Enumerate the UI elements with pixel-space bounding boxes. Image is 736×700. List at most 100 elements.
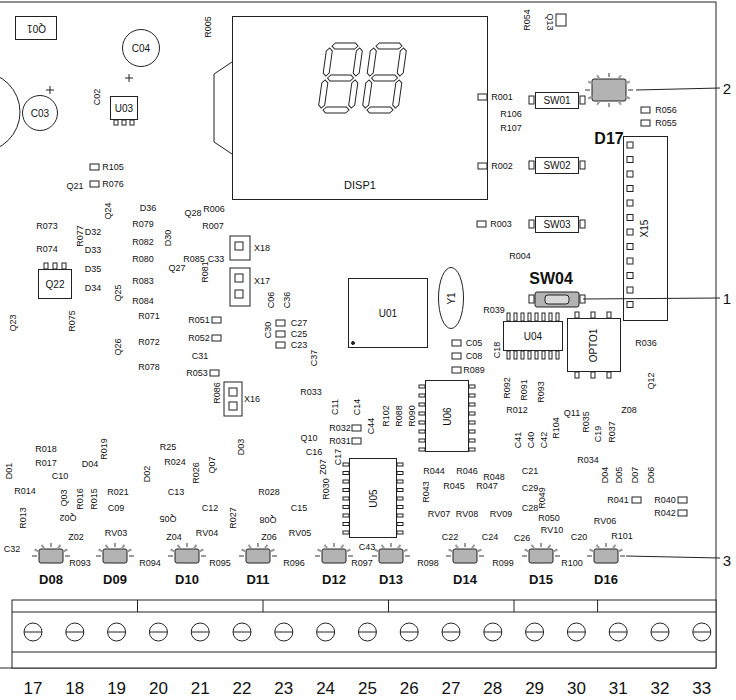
component-label: R005: [204, 16, 213, 38]
component-label: R017: [35, 459, 57, 468]
highlight-label: D09: [103, 573, 127, 586]
component-label: R031: [329, 437, 351, 446]
component-label: C05: [466, 339, 483, 348]
capacitor: C04: [122, 29, 160, 67]
component-label: Q13: [545, 13, 554, 30]
smd-pad: [352, 438, 361, 444]
screw-slot: [317, 632, 335, 633]
terminal-number: 25: [358, 680, 377, 697]
screw-slot: [358, 632, 376, 633]
component-label: Q27: [168, 264, 185, 273]
component-label: C22: [442, 533, 459, 542]
led-glow: [597, 75, 600, 78]
led-glow: [479, 555, 484, 557]
led-glow: [522, 555, 527, 557]
smd-pad: [352, 425, 361, 431]
connector-body: [230, 268, 250, 306]
component-label: R002: [491, 162, 513, 171]
component-label: Z08: [621, 406, 637, 415]
component-label: R097: [351, 559, 373, 568]
smd-pad: [477, 221, 486, 227]
component-label: R041: [607, 496, 629, 505]
component-label: R026: [192, 462, 201, 484]
chip-pin: [397, 506, 403, 509]
component-label: R093: [69, 559, 91, 568]
screw-slot: [24, 632, 42, 633]
led-glow: [127, 550, 131, 552]
component-label: Q24: [104, 202, 113, 219]
component-label: C29: [522, 484, 539, 493]
connector-pin: [627, 186, 633, 192]
component-label: R018: [35, 445, 57, 454]
led-glow: [390, 543, 392, 547]
led-glow: [597, 101, 600, 104]
smd-pad: [478, 163, 487, 169]
transistor-body: [556, 14, 566, 26]
segment: [376, 43, 403, 49]
led-glow: [65, 555, 70, 557]
screw-slot: [526, 632, 544, 633]
component-label: D04: [82, 460, 99, 469]
connector-pin: [627, 244, 633, 250]
connector-pin: [627, 171, 633, 177]
led-highlighted: [592, 79, 626, 101]
led-glow: [42, 545, 45, 548]
component-label: Q23: [9, 314, 18, 331]
microcontroller: U01: [348, 278, 428, 348]
seven-segment-digit: [362, 43, 408, 113]
switch-pad: [529, 220, 534, 228]
led-glow: [590, 550, 594, 552]
ic-chip: U04: [503, 321, 563, 351]
part-reference: U06: [441, 407, 452, 425]
terminal-number: 17: [24, 680, 43, 697]
component-label: D04: [601, 467, 610, 484]
chip-pin: [607, 372, 611, 378]
component-label: R036: [635, 339, 657, 348]
display-tab: [214, 62, 232, 154]
screw-slot: [400, 632, 418, 633]
chip-pin: [507, 313, 510, 321]
part-reference: SW03: [543, 219, 570, 230]
terminal-screw: [108, 623, 126, 641]
component-label: D01: [5, 463, 14, 480]
led-glow: [372, 555, 377, 557]
chip-pin: [521, 351, 524, 359]
component-label: R104: [552, 417, 561, 439]
terminal-screw: [651, 623, 669, 641]
component-label: C08: [466, 352, 483, 361]
component-label: R084: [132, 297, 154, 306]
led-glow: [348, 555, 353, 557]
component-label: Q02: [59, 513, 76, 522]
component-label: R030: [322, 478, 331, 500]
led-glow: [525, 550, 529, 552]
highlight-label: D17: [594, 131, 623, 147]
component-label: C36: [283, 292, 292, 309]
terminal-edge: [12, 612, 716, 613]
led-highlighted: [594, 549, 618, 563]
component-label: C10: [52, 472, 69, 481]
component-label: C30: [264, 322, 273, 339]
component-label: R012: [506, 406, 528, 415]
component-label: Z06: [261, 533, 277, 542]
push-switch: SW01: [535, 92, 579, 109]
led-glow: [456, 545, 459, 548]
segment: [371, 75, 398, 81]
pin-header: X15: [623, 136, 668, 321]
led-glow: [99, 550, 103, 552]
component-label: Z04: [166, 533, 182, 542]
screw-slot: [609, 632, 627, 633]
led-glow: [186, 543, 188, 547]
component-label: C37: [310, 350, 319, 367]
component-label: R006: [203, 205, 225, 214]
terminal-divider: [137, 600, 138, 612]
callout-number: 2: [723, 81, 731, 96]
component-label: Q28: [184, 209, 201, 218]
switch-pad: [580, 96, 585, 104]
circle-outline: [23, 96, 58, 131]
connector-pin: [627, 287, 633, 293]
led-glow: [265, 545, 268, 548]
terminal-number: 33: [692, 680, 711, 697]
led-glow: [597, 545, 600, 548]
terminal-number: 31: [609, 680, 628, 697]
component-label: R040: [654, 496, 676, 505]
